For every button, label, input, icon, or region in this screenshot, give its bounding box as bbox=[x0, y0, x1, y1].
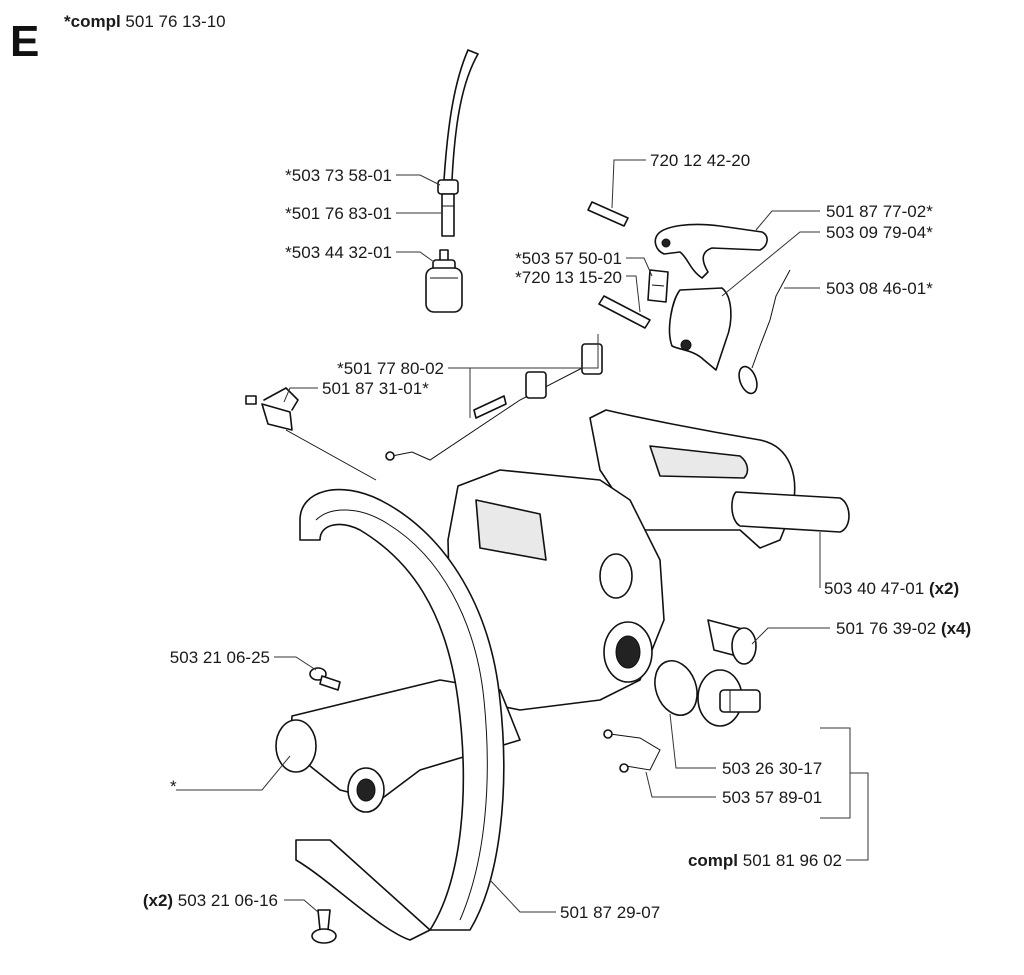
label-screw-2: (x2) 503 21 06-16 bbox=[143, 891, 278, 910]
spring-plate-part bbox=[647, 269, 669, 303]
fuel-filter-part bbox=[425, 249, 463, 313]
label-grip: 503 40 47-01 (x2) bbox=[824, 579, 959, 598]
drawing bbox=[245, 49, 850, 944]
tank-cap-part bbox=[697, 669, 761, 727]
pin-2-part bbox=[598, 295, 651, 329]
section-letter: E bbox=[10, 17, 39, 66]
label-front-handle: 501 87 29-07 bbox=[560, 903, 660, 922]
label-throttle-lockout: 503 09 79-04* bbox=[826, 223, 933, 242]
cable-unit-part bbox=[245, 387, 377, 481]
tank-housing-part bbox=[275, 409, 850, 813]
label-tank-compl-number: 501 81 96 02 bbox=[743, 851, 842, 870]
label-damper-number: 501 76 39-02 bbox=[836, 619, 936, 638]
damper-part bbox=[707, 619, 757, 665]
front-handle-part bbox=[295, 488, 505, 941]
label-throttle-trigger: 501 87 77-02* bbox=[826, 202, 933, 221]
pin-1-part bbox=[587, 201, 629, 227]
throttle-lockout-part bbox=[668, 287, 732, 371]
label-pin-1: 720 12 42-20 bbox=[650, 151, 750, 170]
label-fuel-filter: *503 44 32-01 bbox=[285, 243, 392, 262]
section-compl-label: *compl 501 76 13-10 bbox=[64, 12, 226, 31]
label-oring: 503 26 30-17 bbox=[722, 759, 822, 778]
label-tank-asterisk: * bbox=[170, 777, 177, 796]
spring-part bbox=[738, 269, 791, 395]
label-grip-qty: (x2) bbox=[929, 579, 959, 598]
fuel-hose-part bbox=[437, 49, 479, 237]
label-screw-2-number: 503 21 06-16 bbox=[178, 891, 278, 910]
label-pin-2: *720 13 15-20 bbox=[515, 268, 622, 287]
screw-2-part bbox=[311, 909, 337, 944]
label-throttle-rod: *501 77 80-02 bbox=[337, 359, 444, 378]
label-hose-fitting: *501 76 83-01 bbox=[285, 204, 392, 223]
throttle-trigger-part bbox=[654, 223, 768, 279]
label-screw-2-qty: (x2) bbox=[143, 891, 173, 910]
section-compl-prefix: *compl bbox=[64, 12, 121, 31]
label-spring-plate: *503 57 50-01 bbox=[515, 249, 622, 268]
label-screw-1: 503 21 06-25 bbox=[170, 648, 270, 667]
section-compl-number: 501 76 13-10 bbox=[125, 12, 225, 31]
label-damper-qty: (x4) bbox=[941, 619, 971, 638]
label-spring: 503 08 46-01* bbox=[826, 279, 933, 298]
cap-strap-part bbox=[603, 729, 661, 773]
label-cap-strap: 503 57 89-01 bbox=[722, 788, 822, 807]
label-fuel-hose: *503 73 58-01 bbox=[285, 166, 392, 185]
leader-lines bbox=[176, 159, 869, 913]
screw-1-part bbox=[309, 667, 341, 691]
part-labels: *503 73 58-01 *501 76 83-01 *503 44 32-0… bbox=[143, 151, 971, 922]
label-grip-number: 503 40 47-01 bbox=[824, 579, 924, 598]
throttle-rod-part bbox=[385, 343, 603, 461]
label-damper: 501 76 39-02 (x4) bbox=[836, 619, 971, 638]
label-cable-unit: 501 87 31-01* bbox=[322, 379, 429, 398]
label-tank-compl-prefix: compl bbox=[688, 851, 738, 870]
label-tank-compl: compl 501 81 96 02 bbox=[688, 851, 842, 870]
oring-part bbox=[654, 660, 698, 716]
